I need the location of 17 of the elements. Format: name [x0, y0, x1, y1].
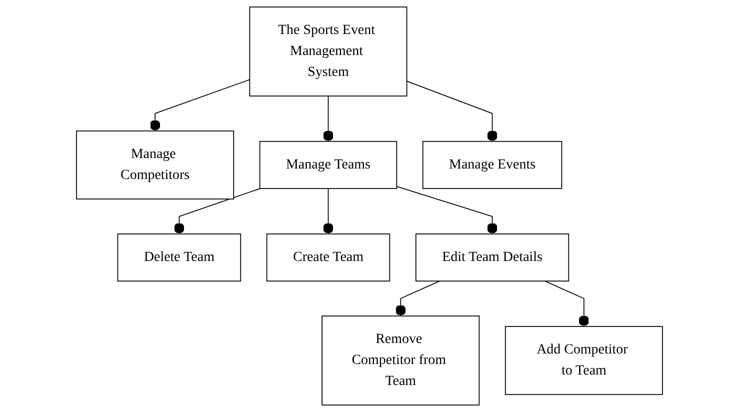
connector	[544, 280, 590, 327]
node-box: The Sports Event Management System	[249, 6, 408, 96]
node-box: Manage Events	[422, 140, 562, 189]
connector	[395, 280, 440, 316]
node-box: Manage Teams	[259, 140, 398, 189]
node-box: Manage Competitors	[76, 130, 234, 200]
connector	[406, 80, 498, 142]
connector	[174, 188, 260, 234]
connector	[396, 186, 498, 234]
node-box: Remove Competitor from Team	[322, 316, 480, 406]
connector	[150, 79, 250, 132]
node-box: Delete Team	[117, 234, 242, 282]
node-box: Edit Team Details	[415, 234, 570, 282]
node-box: Create Team	[266, 234, 390, 282]
connector	[322, 96, 334, 142]
connector	[322, 188, 334, 234]
node-box: Add Competitor to Team	[504, 326, 663, 395]
